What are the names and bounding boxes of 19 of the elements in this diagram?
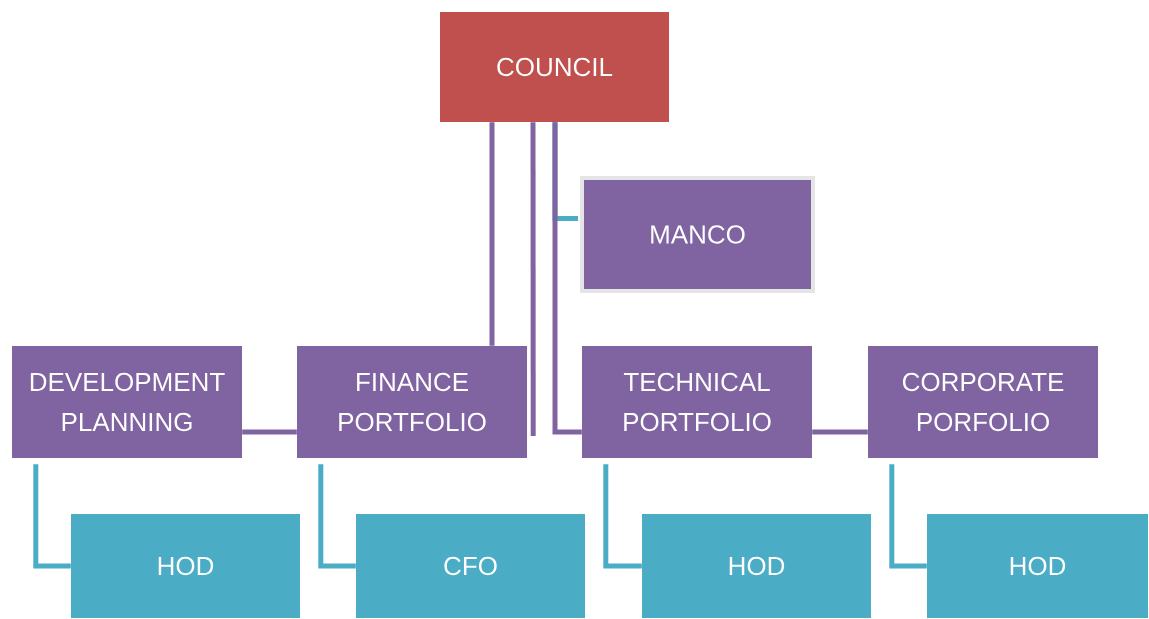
- org-box: CORPORATE PORFOLIO: [868, 346, 1098, 458]
- council-box: COUNCIL: [440, 12, 669, 122]
- connector-line: [489, 122, 495, 346]
- staff-box: HOD: [927, 514, 1148, 618]
- connector-line: [242, 429, 297, 435]
- connector-line: [889, 464, 927, 569]
- connector-line: [33, 464, 71, 569]
- org-box: TECHNICAL PORTFOLIO: [582, 346, 812, 458]
- staff-box: HOD: [71, 514, 300, 618]
- staff-box: HOD: [642, 514, 871, 618]
- connector-line: [812, 429, 868, 435]
- org-box: MANCO: [580, 176, 815, 293]
- connector-line: [530, 122, 536, 436]
- org-box: DEVELOPMENT PLANNING: [12, 346, 242, 458]
- connector-line: [318, 464, 356, 569]
- connector-line: [552, 122, 582, 435]
- staff-box: CFO: [356, 514, 585, 618]
- connector-line: [603, 464, 642, 569]
- org-box: FINANCE PORTFOLIO: [297, 346, 527, 458]
